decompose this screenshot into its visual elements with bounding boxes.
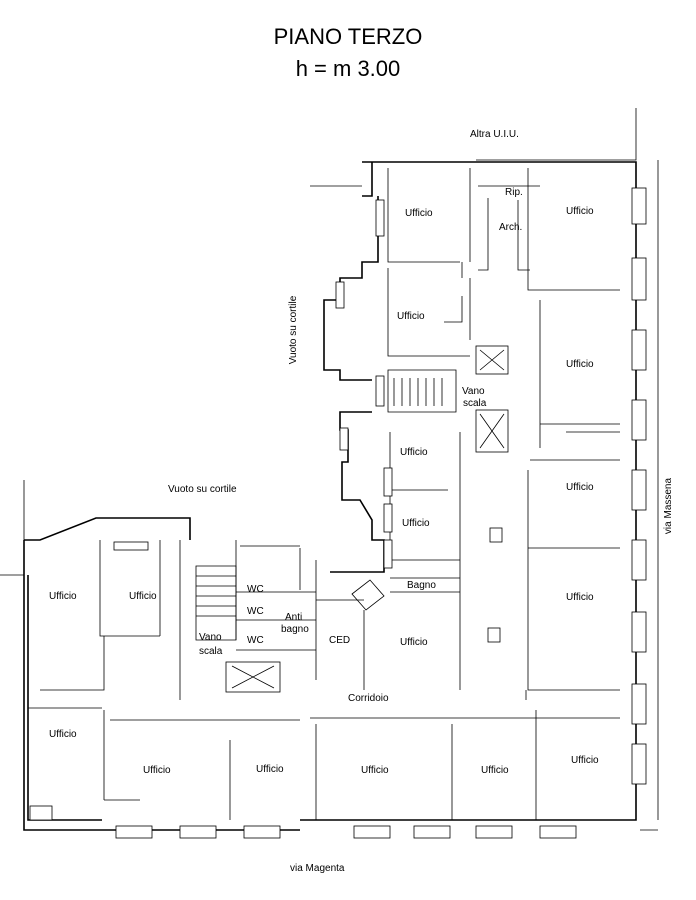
room-ced: CED bbox=[329, 635, 351, 646]
outer-wall-left-top bbox=[24, 517, 191, 541]
inner-wall-left bbox=[27, 575, 102, 821]
property-line-top bbox=[476, 108, 637, 161]
room-scala-left: scala bbox=[199, 646, 223, 657]
lift-mid bbox=[475, 409, 509, 453]
label-altra-uiu: Altra U.I.U. bbox=[470, 129, 519, 140]
courtyard-line-left bbox=[0, 480, 25, 576]
room-wc-3: WC bbox=[247, 635, 264, 646]
room-ufficio-6: Ufficio bbox=[566, 482, 594, 493]
room-ufficio-16: Ufficio bbox=[481, 765, 509, 776]
room-ufficio-10: Ufficio bbox=[49, 591, 77, 602]
stair-left bbox=[195, 565, 237, 641]
outer-wall-right bbox=[300, 161, 637, 821]
room-bagno: Bagno bbox=[407, 580, 436, 591]
room-ufficio-3: Ufficio bbox=[397, 311, 425, 322]
room-scala-top: scala bbox=[463, 398, 487, 409]
walls-office-mid bbox=[387, 268, 471, 357]
walls-right-offices bbox=[530, 300, 620, 461]
windows-bottom bbox=[29, 805, 577, 839]
room-ufficio-2: Ufficio bbox=[566, 206, 594, 217]
walls-left-offices bbox=[28, 540, 161, 800]
room-ufficio-4: Ufficio bbox=[566, 359, 594, 370]
room-vano-left: Vano bbox=[199, 632, 222, 643]
room-ufficio-17: Ufficio bbox=[571, 755, 599, 766]
walls-corridor bbox=[104, 710, 620, 820]
room-ufficio-14: Ufficio bbox=[256, 764, 284, 775]
room-ufficio-7: Ufficio bbox=[402, 518, 430, 529]
stair-top bbox=[387, 369, 457, 413]
walls-ced bbox=[315, 560, 365, 690]
room-ufficio-5: Ufficio bbox=[400, 447, 428, 458]
walls-lower-mid bbox=[389, 432, 461, 690]
room-ufficio-12: Ufficio bbox=[49, 729, 77, 740]
walls-right-lower bbox=[525, 470, 620, 700]
room-rip: Rip. bbox=[505, 187, 523, 198]
inner-wall-right-upper bbox=[323, 162, 379, 381]
lift-left-cross bbox=[231, 665, 275, 689]
label-vuoto-cortile-left: Vuoto su cortile bbox=[288, 295, 299, 365]
plan-title: PIANO TERZO bbox=[273, 24, 423, 49]
room-antibagno: bagno bbox=[281, 624, 309, 635]
lift-top bbox=[475, 345, 509, 375]
room-wc-1: WC bbox=[247, 584, 264, 595]
lift-top-cross bbox=[479, 349, 505, 371]
height-label: h = m 3.00 bbox=[295, 56, 401, 81]
room-ufficio-9: Ufficio bbox=[400, 637, 428, 648]
room-ufficio-8: Ufficio bbox=[566, 592, 594, 603]
lift-mid-cross bbox=[479, 413, 505, 449]
room-ufficio-11: Ufficio bbox=[129, 591, 157, 602]
street-line-right bbox=[640, 160, 659, 831]
ced-door-block bbox=[351, 579, 385, 611]
label-via-magenta: via Magenta bbox=[290, 863, 345, 874]
room-anti: Anti bbox=[285, 612, 303, 623]
room-corridoio: Corridoio bbox=[348, 693, 389, 704]
room-arch: Arch. bbox=[499, 222, 523, 233]
column-1 bbox=[489, 527, 503, 543]
room-ufficio-1: Ufficio bbox=[405, 208, 433, 219]
room-wc-2: WC bbox=[247, 606, 264, 617]
windows-right bbox=[631, 187, 647, 785]
room-ufficio-15: Ufficio bbox=[361, 765, 389, 776]
lift-left bbox=[225, 661, 281, 693]
label-vuoto-cortile-top: Vuoto su cortile bbox=[168, 484, 237, 495]
inner-wall-right-lower bbox=[330, 411, 385, 573]
column-2 bbox=[487, 627, 501, 643]
walls-upper-right bbox=[387, 168, 620, 291]
room-vano-top: Vano bbox=[462, 386, 485, 397]
room-ufficio-13: Ufficio bbox=[143, 765, 171, 776]
label-via-massena: via Massena bbox=[663, 477, 674, 535]
windows-courtyard bbox=[113, 199, 393, 569]
